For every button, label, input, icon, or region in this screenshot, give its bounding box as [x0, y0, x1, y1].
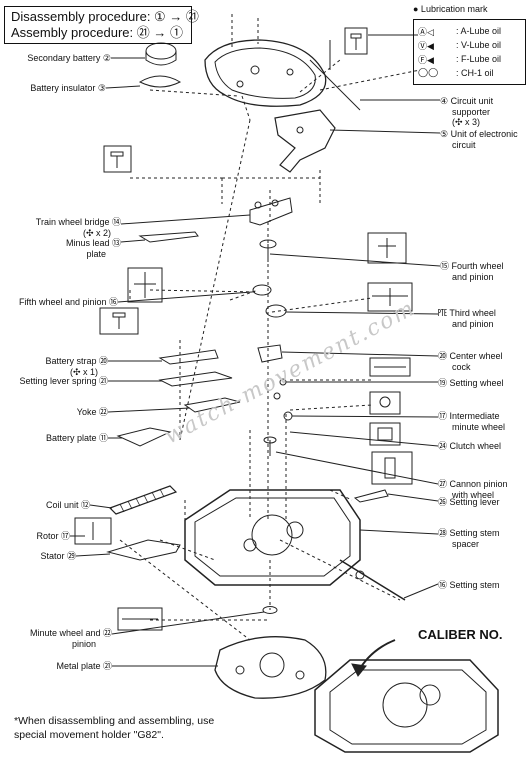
- lube-label-ch1: : CH-1 oil: [456, 68, 494, 78]
- lube-row-ch1: ◯◯ : CH-1 oil: [418, 66, 521, 80]
- label-cannon-pinion-2: with wheel: [452, 490, 495, 500]
- label-setting-stem: ⑯ Setting stem: [438, 580, 500, 590]
- label-stem-spacer: ㉘ Setting stem: [438, 528, 500, 538]
- label-coil-unit: Coil unit ⑫: [45, 500, 90, 510]
- holder-note-line-1: *When disassembling and assembling, use: [14, 715, 215, 727]
- label-circuit-supporter-screws: (✣ x 3): [452, 117, 481, 127]
- label-yoke: Yoke ㉒: [76, 407, 108, 417]
- label-battery-insulator: Battery insulator ③: [30, 83, 106, 93]
- label-minus-lead-plate: plate: [86, 249, 106, 259]
- label-cannon-pinion: ㉗ Cannon pinion: [438, 479, 508, 489]
- label-battery-strap: Battery strap ⑳: [45, 356, 108, 366]
- lube-label-a: : A-Lube oil: [456, 26, 502, 36]
- label-rotor: Rotor ⑰: [36, 531, 70, 541]
- label-intermediate: ⑰ Intermediate: [438, 411, 500, 421]
- label-intermediate-2: minute wheel: [452, 422, 506, 432]
- v-lube-icon: Ⓥ◀: [418, 41, 434, 52]
- lubrication-title: ● Lubrication mark: [413, 4, 488, 14]
- label-center-wheel: ⑳ Center wheel: [438, 351, 503, 361]
- assembly-procedure: Assembly procedure: ㉑ → ①: [11, 25, 183, 40]
- label-battery-strap-screw: (✣ x 1): [69, 367, 98, 377]
- a-lube-icon: Ⓐ◁: [418, 27, 434, 38]
- label-third-wheel: ㉐ Third wheel: [438, 308, 496, 318]
- holder-note-line-2: special movement holder "G82".: [14, 729, 164, 741]
- lube-label-v: : V-Lube oil: [456, 40, 502, 50]
- label-third-wheel-2: and pinion: [452, 319, 494, 329]
- disassembly-procedure: Disassembly procedure: ① → ㉑: [11, 9, 199, 24]
- label-circuit-supporter-2: supporter: [452, 107, 491, 117]
- label-fourth-wheel: ⑮ Fourth wheel: [440, 261, 504, 271]
- label-stator: Stator ㉙: [40, 551, 76, 561]
- label-metal-plate: Metal plate ㉑: [56, 661, 112, 671]
- lube-label-f: : F-Lube oil: [456, 54, 502, 64]
- label-train-wheel-bridge: Train wheel bridge ⑭: [35, 217, 121, 227]
- guide-lines: [119, 14, 421, 641]
- label-center-wheel-2: cock: [452, 362, 471, 372]
- label-circuit-supporter: ④ Circuit unit: [440, 96, 494, 106]
- label-setting-wheel: ⑲ Setting wheel: [438, 378, 504, 388]
- label-electronic-circuit: ⑤ Unit of electronic: [440, 129, 518, 139]
- lube-row-a: Ⓐ◁ : A-Lube oil: [418, 24, 521, 38]
- label-fourth-wheel-2: and pinion: [452, 272, 494, 282]
- label-fifth-wheel: Fifth wheel and pinion ⑯: [18, 297, 118, 307]
- label-train-wheel-bridge-screws: (✣ x 2): [82, 228, 111, 238]
- ch1-oil-icon: ◯◯: [418, 68, 439, 78]
- lube-row-v: Ⓥ◀ : V-Lube oil: [418, 38, 521, 52]
- label-setting-lever: ㉖ Setting lever: [438, 497, 500, 507]
- f-lube-icon: Ⓕ◀: [418, 55, 434, 66]
- holder-note: *When disassembling and assembling, use …: [14, 714, 214, 742]
- label-minute-wheel-pinion: pinion: [71, 639, 96, 649]
- label-stem-spacer-2: spacer: [452, 539, 480, 549]
- label-battery-plate: Battery plate ⑪: [45, 433, 108, 443]
- label-electronic-circuit-2: circuit: [452, 140, 476, 150]
- caliber-label: CALIBER NO.: [418, 627, 503, 642]
- label-clutch-wheel: ㉔ Clutch wheel: [438, 441, 502, 451]
- label-setting-lever-spring: Setting lever spring ㉑: [19, 376, 108, 386]
- label-secondary-battery: Secondary battery ②: [27, 53, 111, 63]
- lube-row-f: Ⓕ◀ : F-Lube oil: [418, 52, 521, 66]
- lubrication-legend: Ⓐ◁ : A-Lube oil Ⓥ◀ : V-Lube oil Ⓕ◀ : F-L…: [413, 19, 526, 85]
- procedure-box: Disassembly procedure: ① → ㉑ Assembly pr…: [4, 6, 199, 44]
- label-minus-lead: Minus lead ⑬: [65, 238, 121, 248]
- label-minute-wheel: Minute wheel and ㉒: [29, 628, 112, 638]
